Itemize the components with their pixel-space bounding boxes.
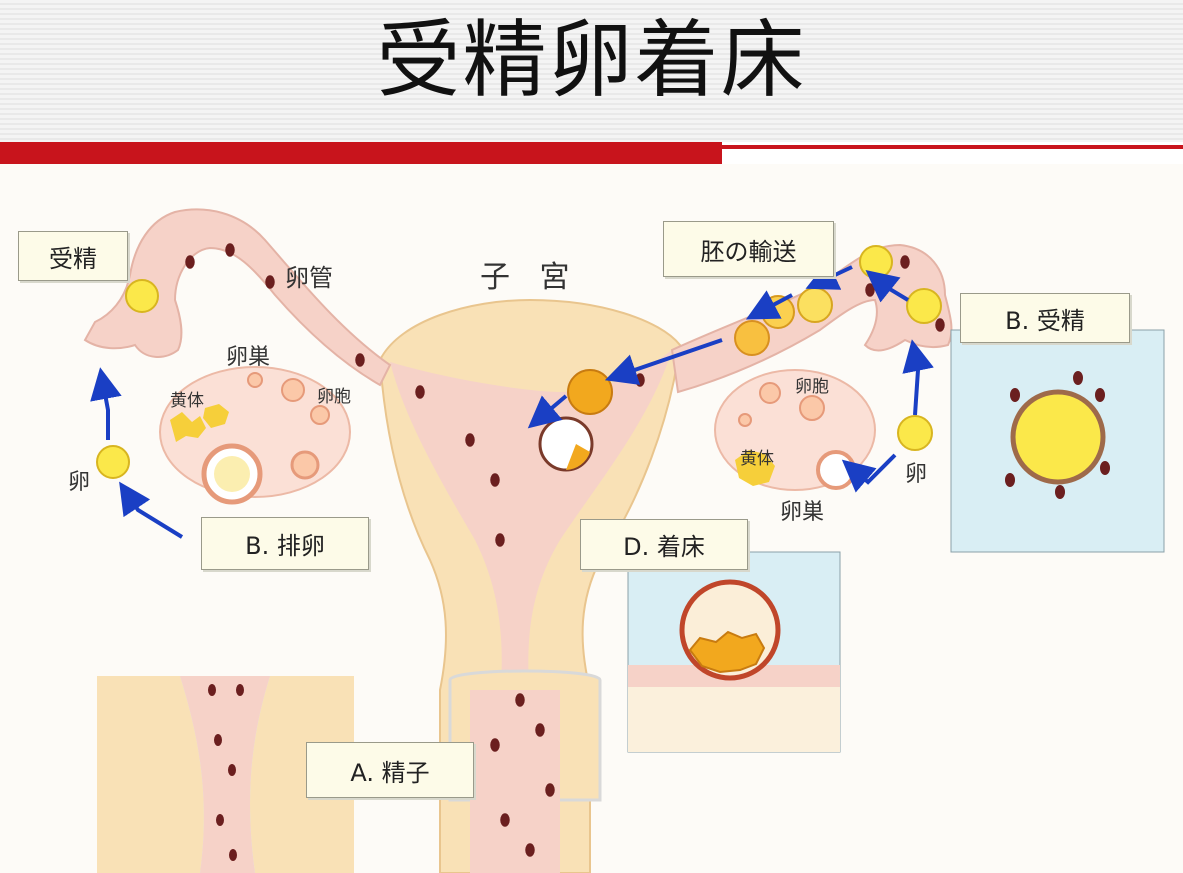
implantation-label-box: D. 着床 [580, 519, 748, 570]
uterus-label: 子 宮 [480, 252, 580, 296]
arrow-to-fertilization-left [103, 383, 108, 440]
sperm-label-box: A. 精子 [306, 742, 474, 798]
morula [568, 370, 612, 414]
follicle-left-label: 卵胞 [317, 382, 351, 407]
embryo-transport-label-box: 胚の輸送 [663, 221, 834, 277]
ovary-right-label: 卵巣 [780, 494, 824, 526]
ovulation-label: B. 排卵 [245, 526, 325, 561]
fertilization-b-label-box: B. 受精 [960, 293, 1130, 343]
fertilization-label-box: 受精 [18, 231, 128, 281]
follicle-right-label: 卵胞 [795, 372, 829, 397]
fertilization-label: 受精 [49, 239, 97, 274]
fertilization-b-label: B. 受精 [1005, 301, 1085, 336]
accent-line [722, 145, 1183, 149]
oviduct-label: 卵管 [285, 258, 333, 293]
implantation-label: D. 着床 [623, 527, 705, 562]
egg-right-label: 卵 [905, 456, 927, 488]
corpus-luteum-right-label: 黄体 [740, 444, 774, 469]
egg-left-label: 卵 [68, 464, 90, 496]
embryo-transport-label: 胚の輸送 [701, 232, 797, 267]
ovary-left-label: 卵巣 [226, 339, 270, 371]
corpus-luteum-left-label: 黄体 [170, 386, 204, 411]
title-banner: 受精卵着床 [0, 0, 1183, 142]
implantation-diagram: 受精 卵管 子 宮 卵巣 黄体 卵胞 卵 B. 排卵 胚の輸送 B. 受精 卵胞… [0, 164, 1183, 873]
sperm-label: A. 精子 [350, 753, 429, 788]
arrow-up-right-1 [915, 355, 918, 415]
page-title: 受精卵着床 [0, 10, 1183, 110]
ovulation-label-box: B. 排卵 [201, 517, 369, 570]
arrow-ovulation-left [128, 495, 182, 537]
accent-bar [0, 142, 722, 164]
